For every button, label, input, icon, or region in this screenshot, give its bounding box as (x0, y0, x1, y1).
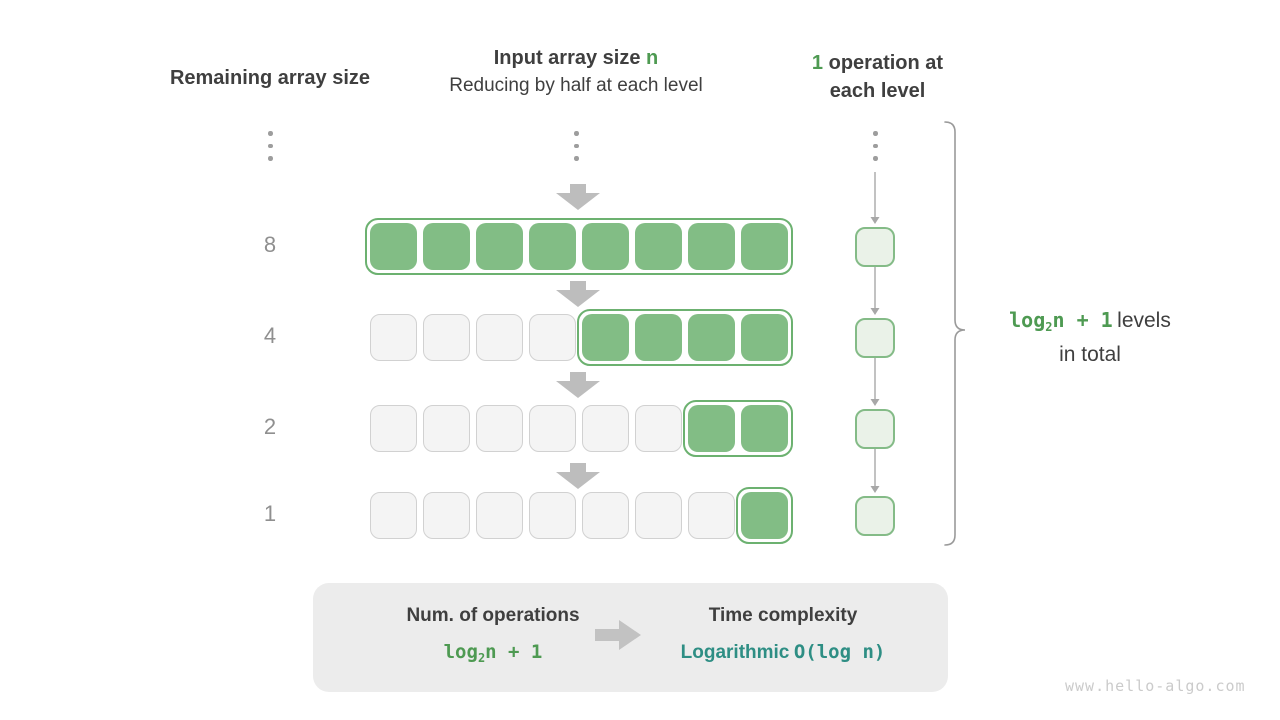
in-total-word: in total (1059, 343, 1121, 366)
down-arrow-icon (556, 372, 600, 398)
array-cell-inactive (582, 492, 629, 539)
summary-box: Num. of operations log2n + 1 Time comple… (313, 583, 948, 692)
array-cell-inactive (529, 314, 576, 361)
header-each-level: each level (829, 80, 926, 102)
big-o-notation: O(log n) (793, 641, 886, 663)
array-cell-active (635, 314, 682, 361)
header-one-highlight: 1 (811, 52, 824, 74)
array-cell-inactive (529, 405, 576, 452)
row-size-label: 4 (263, 323, 277, 348)
summary-left: Num. of operations log2n + 1 (348, 605, 638, 665)
ellipsis-dots-center (574, 131, 579, 161)
header-input-n-highlight: n (646, 47, 659, 69)
array-cell-inactive (582, 405, 629, 452)
array-cell-active (582, 314, 629, 361)
num-operations-formula: log2n + 1 (443, 641, 543, 665)
array-cell-active (370, 223, 417, 270)
array-cell-inactive (635, 405, 682, 452)
operation-square (855, 409, 895, 449)
array-cell-active (688, 314, 735, 361)
summary-right: Time complexity Logarithmic O(log n) (643, 605, 923, 664)
down-arrow-icon (556, 184, 600, 210)
header-input-prefix: Input array size (493, 47, 647, 69)
levels-formula: log2n + 1 (1009, 308, 1113, 334)
header-input-array-size: Input array size n Reducing by half at e… (400, 44, 752, 100)
array-cell-inactive (370, 314, 417, 361)
operation-square (855, 496, 895, 536)
array-cell-inactive (635, 492, 682, 539)
levels-word: levels (1117, 309, 1171, 332)
time-complexity-value: Logarithmic O(log n) (643, 641, 923, 664)
array-cell-inactive (370, 405, 417, 452)
ellipsis-dots-left (268, 131, 273, 161)
down-arrow-icon (556, 463, 600, 489)
active-subarray-group (365, 218, 793, 275)
header-operation-rest: operation at (823, 52, 944, 74)
array-cell-inactive (476, 314, 523, 361)
array-cell-active (529, 223, 576, 270)
right-arrow-icon (595, 620, 641, 650)
array-cell-inactive (529, 492, 576, 539)
ellipsis-dots-right (873, 131, 878, 161)
row-size-label: 2 (263, 414, 277, 439)
array-cell-inactive (688, 492, 735, 539)
num-operations-title: Num. of operations (406, 605, 580, 626)
row-size-label: 8 (263, 232, 277, 257)
active-subarray-group (577, 309, 793, 366)
active-subarray-group (683, 400, 793, 457)
array-cell-inactive (423, 314, 470, 361)
watermark: www.hello-algo.com (1065, 677, 1246, 695)
down-arrow-icon (556, 281, 600, 307)
array-cell-active (476, 223, 523, 270)
operation-square (855, 227, 895, 267)
array-cell-active (741, 492, 788, 539)
header-remaining-array-size: Remaining array size (169, 67, 371, 89)
header-one-operation: 1 operation at each level (780, 49, 975, 105)
array-cell-active (688, 405, 735, 452)
time-complexity-title: Time complexity (708, 605, 858, 626)
array-cell-active (582, 223, 629, 270)
array-cell-active (741, 223, 788, 270)
curly-brace (944, 121, 966, 546)
logarithmic-label: Logarithmic (680, 642, 790, 663)
array-cell-inactive (476, 405, 523, 452)
array-cell-inactive (423, 492, 470, 539)
array-cell-active (423, 223, 470, 270)
array-cell-inactive (370, 492, 417, 539)
array-cell-active (741, 405, 788, 452)
header-reducing-subtitle: Reducing by half at each level (449, 75, 703, 96)
operation-square (855, 318, 895, 358)
active-subarray-group (736, 487, 793, 544)
array-cell-active (688, 223, 735, 270)
array-cell-active (741, 314, 788, 361)
array-cell-active (635, 223, 682, 270)
row-size-label: 1 (263, 501, 277, 526)
levels-total-note: log2n + 1 levels in total (985, 306, 1195, 369)
array-cell-inactive (476, 492, 523, 539)
array-cell-inactive (423, 405, 470, 452)
